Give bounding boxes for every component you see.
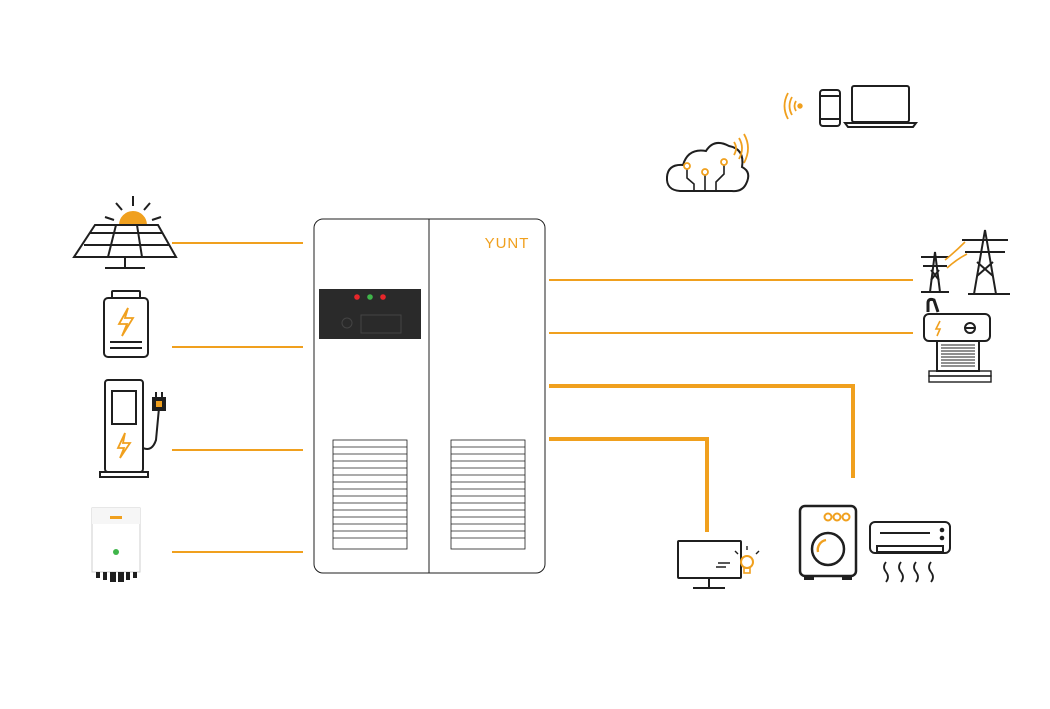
cloud-network-icon [665, 133, 750, 193]
storage-cabinet: YUNT [313, 218, 546, 574]
washing-machine-icon [798, 504, 858, 580]
link-appliances [549, 384, 855, 478]
monitor-lamp-icon [677, 540, 760, 589]
tower-large [962, 229, 1010, 295]
indicator-led-green [367, 294, 373, 300]
vent-right [450, 439, 526, 550]
brand-logo: YUNT [485, 235, 530, 252]
air-conditioner-icon [869, 521, 951, 583]
display-screen [360, 314, 402, 334]
indicator-led-red-2 [380, 294, 386, 300]
leaf-logo [113, 549, 119, 555]
diesel-generator-icon [923, 297, 992, 383]
connection-lines [172, 242, 913, 553]
ev-charger-icon [99, 379, 166, 478]
solar-panel-icon [72, 196, 178, 269]
wifi-signal-icon [783, 92, 803, 120]
power-grid-icon [921, 229, 1010, 295]
link-lighting [549, 437, 709, 532]
smartphone-icon [819, 89, 841, 127]
tower-small [921, 251, 949, 293]
laptop-icon [843, 85, 918, 128]
indicator-led-red-1 [354, 294, 360, 300]
power-switch [341, 317, 353, 329]
vent-left [332, 439, 408, 550]
hybrid-inverter-icon [91, 507, 141, 582]
battery-icon [103, 290, 149, 358]
